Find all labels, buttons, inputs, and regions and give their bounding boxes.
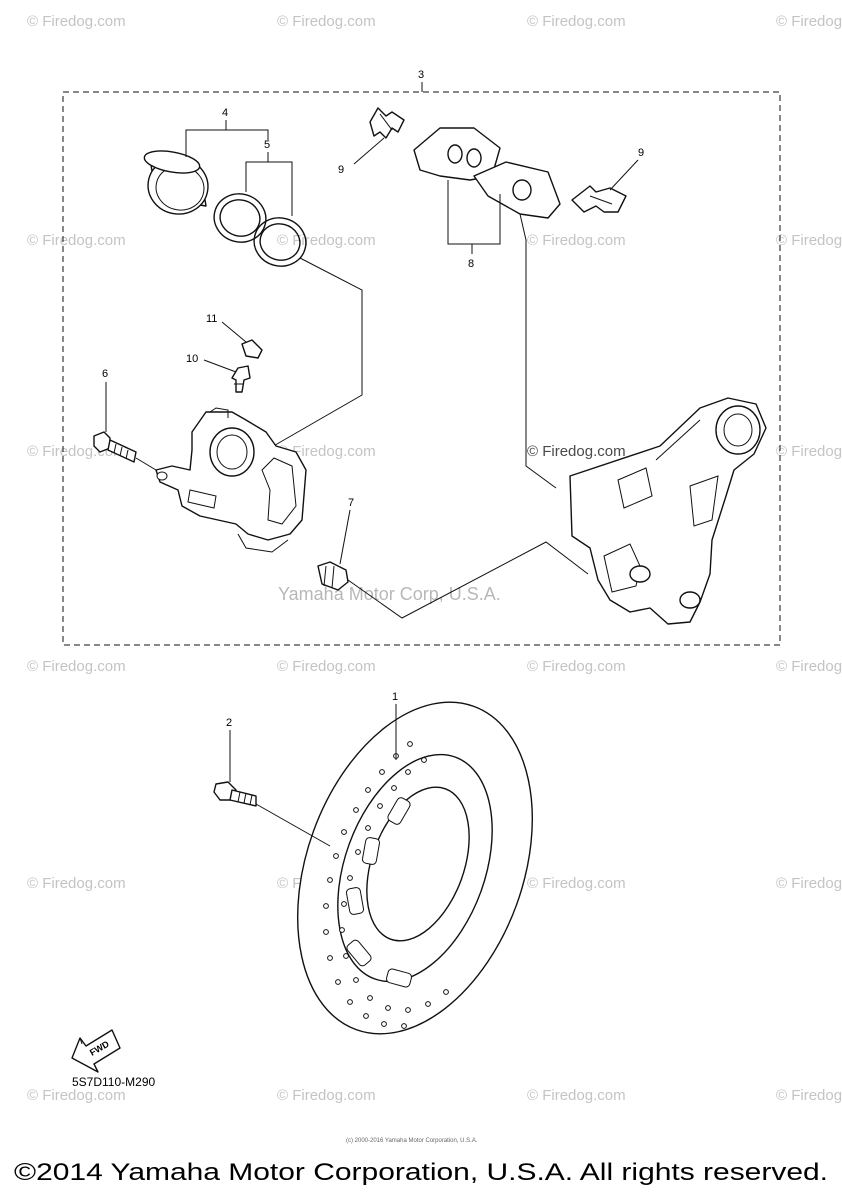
leader-line [339, 509, 351, 565]
watermark: © Firedog.com [527, 13, 626, 30]
piston-seal [213, 193, 267, 243]
watermark: © Firedog.com [776, 13, 842, 30]
callout-5: 5 [264, 139, 270, 151]
callout-6: 6 [102, 368, 108, 380]
leader-line [353, 137, 385, 165]
watermark: © Firedog.com [776, 1087, 842, 1104]
watermark: © Firedog.com [776, 232, 842, 249]
watermark: © Firedog.com [277, 1087, 376, 1104]
brake-pad-outer [413, 127, 501, 181]
caliper-pin-boot [317, 561, 349, 591]
leader-line [245, 161, 293, 216]
piston [143, 150, 209, 215]
leader-line [269, 257, 363, 449]
watermark: © Firedog.com [277, 232, 376, 249]
leader-line [609, 159, 639, 191]
leader-line [519, 213, 557, 489]
watermark: © Firedog.com [776, 443, 842, 460]
leader-line [347, 541, 589, 619]
leader-line [203, 359, 237, 373]
watermark-grid: © Firedog.com © Firedog.com © Firedog.co… [27, 13, 842, 1104]
forward-arrow-icon: FWD [71, 1029, 121, 1073]
pad-spring-left [369, 107, 405, 139]
disc-cutouts [345, 797, 413, 988]
caliper-body [155, 407, 307, 553]
bleed-screw [231, 365, 251, 393]
watermark: © Firedog.com [527, 443, 626, 460]
callout-11: 11 [206, 313, 217, 325]
disc-drill-holes [323, 741, 449, 1029]
caliper-bracket [569, 397, 767, 625]
leader-line [447, 180, 501, 245]
bleed-screw-cap [241, 339, 263, 359]
leader-line [185, 129, 269, 157]
watermark: © Firedog.com [527, 658, 626, 675]
watermark: © Firedog.com [277, 658, 376, 675]
callout-10: 10 [186, 353, 198, 365]
brake-pad-inner [473, 161, 561, 219]
callout-4: 4 [222, 107, 228, 119]
watermark: © Firedog.com [27, 658, 126, 675]
callout-7: 7 [348, 497, 354, 509]
dust-seal [253, 217, 307, 267]
watermark: © Firedog.com [27, 232, 126, 249]
caliper-bolt [93, 431, 137, 463]
watermark: © Firedog.com [27, 13, 126, 30]
watermark: © Firedog.com [27, 1087, 126, 1104]
callout-2: 2 [226, 717, 232, 729]
watermark: © Firedog.com [776, 875, 842, 892]
pad-spring-right [571, 185, 627, 213]
watermark: © Firedog.com [527, 875, 626, 892]
brake-disc [296, 701, 534, 1035]
callout-1: 1 [392, 691, 398, 703]
fine-print: (c) 2000-2016 Yamaha Motor Corporation, … [346, 1138, 478, 1144]
leader-line [135, 457, 157, 471]
diagram-code: 5S7D110-M290 [72, 1075, 155, 1089]
copyright-notice: ©2014 Yamaha Motor Corporation, U.S.A. A… [14, 1159, 828, 1186]
callout-3: 3 [418, 69, 424, 81]
watermark: © Firedog.com [27, 875, 126, 892]
watermark: © Firedog.com [277, 443, 376, 460]
caliper-assembly-box [62, 91, 781, 646]
watermark: © Firedog.com [776, 658, 842, 675]
leader-line [255, 803, 331, 847]
callout-9: 9 [338, 164, 344, 176]
callout-8: 8 [468, 258, 474, 270]
watermark: © Firedog.com [277, 13, 376, 30]
watermark: © Firedog.com [527, 232, 626, 249]
disc-bolt [213, 781, 257, 807]
watermark-center: Yamaha Motor Corp, U.S.A. [278, 584, 501, 604]
callout-9: 9 [638, 147, 644, 159]
watermark: © Firedog.com [527, 1087, 626, 1104]
leader-line [221, 321, 247, 343]
